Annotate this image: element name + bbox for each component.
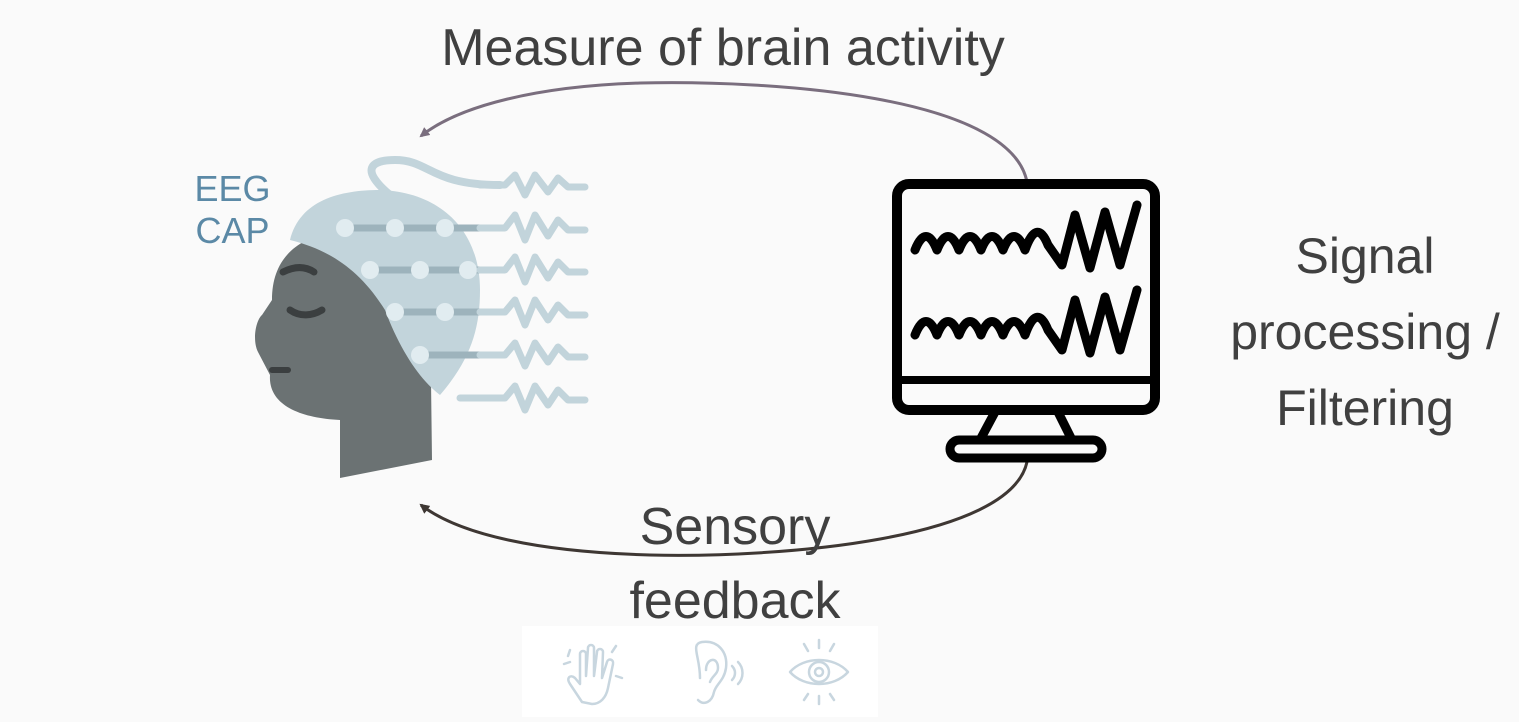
sensory-feedback-line-1: Sensory: [639, 498, 831, 556]
sensory-feedback-line-2: feedback: [629, 572, 841, 630]
eeg-head-icon: [255, 155, 589, 478]
signal-processing-line-3: Filtering: [1276, 380, 1454, 436]
sensory-feedback-label: Sensory feedback: [600, 490, 870, 638]
eeg-cap-line-1: EEG: [194, 168, 271, 209]
signal-processing-line-2: processing /: [1230, 304, 1500, 360]
hand-icon: [562, 643, 624, 706]
feedback-arrow: [419, 461, 1029, 557]
eeg-cap-label: EEG CAP: [180, 168, 285, 252]
signal-processing-label: Signal processing / Filtering: [1210, 218, 1519, 446]
sensory-icons-panel: [522, 626, 878, 717]
measure-arrow: [419, 81, 1029, 183]
monitor-icon: [892, 179, 1160, 463]
signal-processing-line-1: Signal: [1295, 228, 1435, 284]
eeg-cap-line-2: CAP: [195, 210, 270, 251]
eye-icon: [788, 638, 850, 706]
ear-icon: [694, 640, 744, 704]
measure-label: Measure of brain activity: [441, 19, 1005, 77]
